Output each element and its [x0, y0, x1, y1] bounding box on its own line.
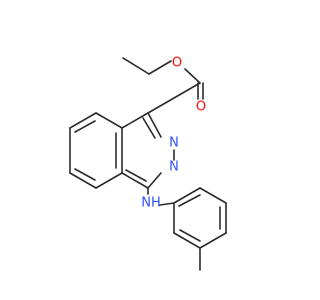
bond-c6-c5-double: [74, 168, 96, 181]
bond-c1-n2-double: [142, 117, 156, 139]
atom-label-layer: O O N N NH: [141, 56, 206, 211]
bond-t5-t6-double: [179, 229, 201, 242]
bond-ch2-o-ether: [148, 60, 172, 75]
bond-c8-c7: [69, 112, 97, 129]
bond-carbonyl-c-ch2: [173, 82, 201, 99]
bond-o-ether-carbonyl-c: [184, 68, 201, 84]
atom-label-o-carbonyl: O: [196, 100, 206, 115]
bond-c8a-c1: [121, 112, 149, 129]
bond-c8-c7-double: [74, 120, 96, 133]
atom-label-o-ether: O: [172, 56, 182, 71]
bond-c5-c4a: [95, 172, 123, 189]
bond-t4-t5: [199, 232, 227, 249]
bond-ch2-c1: [147, 97, 175, 114]
bond-c4-c4a-double: [125, 169, 147, 182]
bond-c1-n2: [147, 112, 162, 138]
bond-nh-tolyl: [159, 202, 175, 206]
bond-c4-c4a: [121, 172, 149, 189]
bond-t2-t3: [199, 187, 227, 204]
atom-label-n3: N: [169, 160, 179, 175]
bond-layer: [69, 57, 227, 271]
molecule-structure-diagram: O O N N NH: [69, 56, 227, 271]
bond-c6-c5: [69, 172, 97, 189]
atom-label-n2: N: [169, 136, 179, 151]
bond-ch3-ch2: [122, 57, 150, 75]
bond-t1-t2-double: [178, 194, 201, 207]
atom-label-nh: NH: [141, 196, 161, 211]
bond-t1-t2: [173, 187, 201, 204]
bond-n3-c4: [147, 172, 162, 189]
bond-t5-t6: [173, 232, 201, 249]
bond-c8a-c8: [95, 112, 123, 129]
